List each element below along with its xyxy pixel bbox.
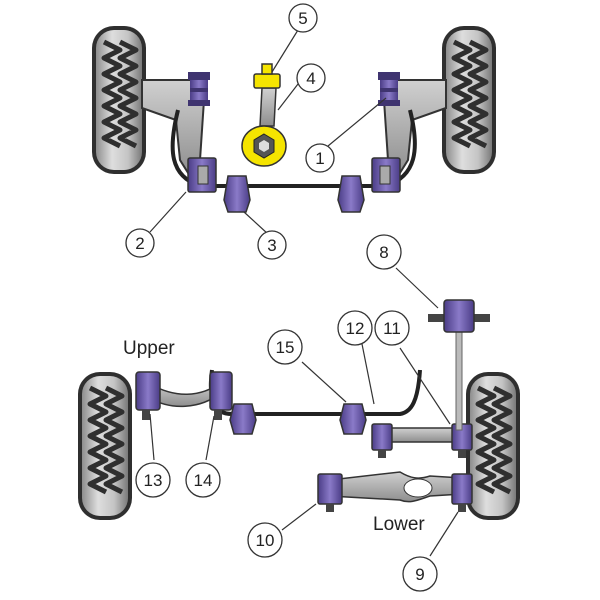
lower-arm-bush-outer <box>451 473 473 512</box>
rear-arb-bush-left <box>229 403 257 435</box>
callout-10: 10 <box>247 522 283 558</box>
front-wishbone-front-bush-right <box>378 72 400 106</box>
svg-text:12: 12 <box>346 319 365 338</box>
callout-11: 11 <box>374 310 410 346</box>
svg-text:10: 10 <box>256 531 275 550</box>
callout-12: 12 <box>337 310 373 346</box>
rear-arb-bush-right <box>339 403 367 435</box>
front-right-tyre <box>442 26 496 174</box>
upper-label: Upper <box>123 338 175 359</box>
callout-2: 2 <box>125 228 155 258</box>
engine-mount <box>241 63 287 167</box>
callout-15: 15 <box>267 329 303 365</box>
callout-13: 13 <box>135 462 171 498</box>
rear-upper-arm-bush-inner <box>135 371 161 420</box>
svg-text:1: 1 <box>315 149 324 168</box>
callout-5: 5 <box>288 3 318 33</box>
lower-arm-bush-inner <box>317 473 343 512</box>
lower-arm-cutout <box>403 478 433 498</box>
callout-9: 9 <box>402 556 438 592</box>
drop-link-bush <box>428 299 490 333</box>
svg-text:11: 11 <box>383 319 401 338</box>
svg-text:4: 4 <box>306 69 315 88</box>
svg-text:14: 14 <box>194 471 213 490</box>
callout-3: 3 <box>257 230 287 260</box>
svg-text:9: 9 <box>415 565 424 584</box>
svg-text:15: 15 <box>276 338 295 357</box>
svg-text:5: 5 <box>298 9 307 28</box>
callout-1: 1 <box>305 143 335 173</box>
leader-lines <box>149 29 459 557</box>
callout-4: 4 <box>296 63 326 93</box>
svg-text:2: 2 <box>135 234 144 253</box>
rear-upper-arm-bush-outer <box>209 371 233 420</box>
rear-right-tyre <box>466 372 520 520</box>
svg-text:3: 3 <box>267 236 276 255</box>
callout-8: 8 <box>366 234 402 270</box>
callout-14: 14 <box>185 462 221 498</box>
svg-text:13: 13 <box>144 471 163 490</box>
front-wishbone-front-bush-left <box>188 72 210 106</box>
rear-left-tyre <box>78 372 132 520</box>
front-anti-roll-bar <box>170 109 417 188</box>
front-arb-bush-right <box>337 175 365 213</box>
front-wishbone-rear-bush-left <box>187 157 217 193</box>
front-wishbone-rear-bush-right <box>371 157 401 193</box>
front-arb-bush-left <box>223 175 251 213</box>
lower-label: Lower <box>373 514 425 535</box>
front-left-tyre <box>92 26 146 174</box>
track-arm-bush-inner <box>371 423 393 458</box>
svg-text:8: 8 <box>379 243 388 262</box>
